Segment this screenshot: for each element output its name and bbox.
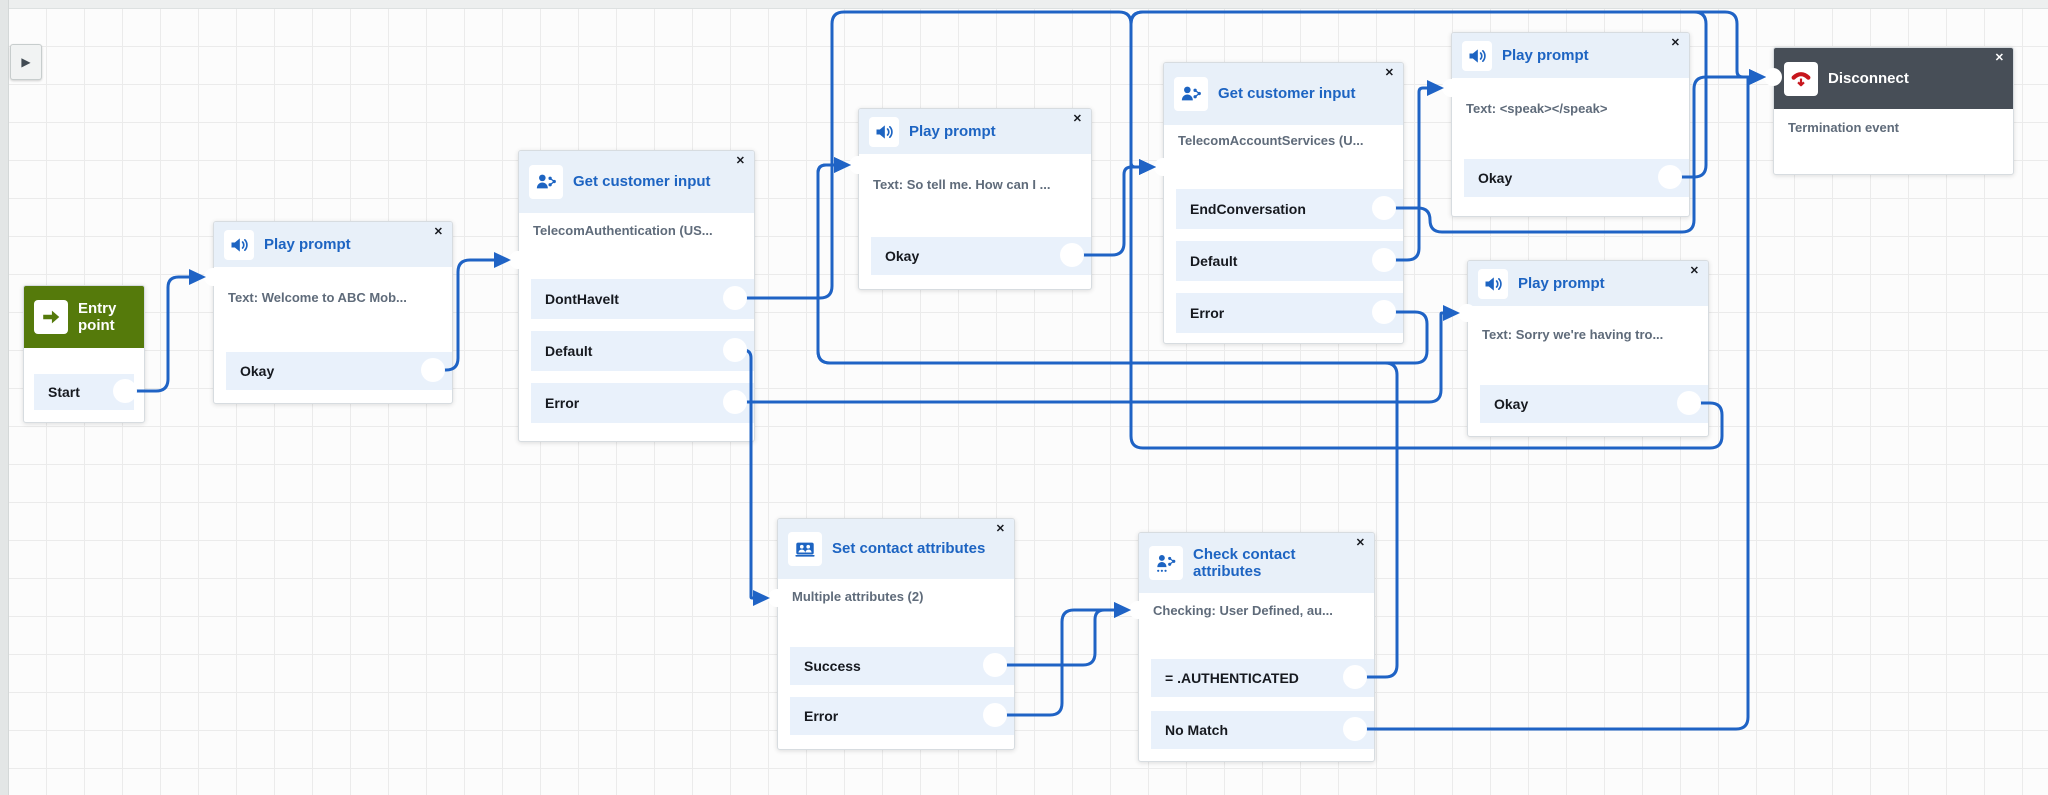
close-icon[interactable]: ✕ [1994, 52, 2004, 64]
set-contact-attributes-header: Set contact attributes [778, 519, 1014, 579]
play-prompt-speak-output-okay[interactable]: Okay [1464, 159, 1689, 197]
set-contact-attributes-title: Set contact attributes [832, 540, 986, 558]
output-label: Start [48, 384, 80, 400]
output-label: EndConversation [1190, 201, 1306, 217]
get-customer-input-auth-title: Get customer input [573, 173, 711, 191]
play-prompt-welcome-title: Play prompt [264, 235, 351, 253]
speaker-icon [869, 116, 899, 147]
block-play-prompt-welcome[interactable]: Play prompt ✕ Text: Welcome to ABC Mob... O… [213, 221, 453, 404]
entry-point-output-start[interactable]: Start [34, 374, 134, 410]
right-triangle-icon: ▶ [21, 55, 31, 69]
check-contact-attributes-output-no-match[interactable]: No Match [1151, 711, 1374, 749]
close-icon[interactable]: ✕ [1384, 67, 1394, 79]
canvas-top-edge [0, 0, 2048, 9]
output-label: Default [1190, 253, 1238, 269]
get-customer-input-auth-output-donthaveit[interactable]: DontHaveIt [531, 279, 754, 319]
get-customer-input-auth-output-default[interactable]: Default [531, 331, 754, 371]
customer-input-icon [529, 165, 563, 199]
play-prompt-sorry-header: Play prompt [1468, 261, 1708, 306]
entry-point-header: Entry point [24, 286, 144, 348]
block-get-customer-input-services[interactable]: Get customer input ✕ TelecomAccountService… [1163, 62, 1404, 344]
set-contact-attributes-output-success[interactable]: Success [790, 647, 1014, 685]
play-prompt-speak-title: Play prompt [1502, 46, 1589, 64]
get-customer-input-services-output-error[interactable]: Error [1176, 293, 1403, 333]
block-disconnect[interactable]: Disconnect ✕ Termination event [1773, 47, 2014, 175]
play-prompt-sorry-output-okay[interactable]: Okay [1480, 385, 1708, 423]
sidebar-collapsed-rail [0, 0, 9, 795]
output-label: Okay [240, 363, 275, 379]
play-prompt-welcome-output-okay[interactable]: Okay [226, 352, 452, 390]
output-label: Okay [885, 248, 920, 264]
sidebar-expand-toggle[interactable]: ▶ [10, 44, 42, 80]
play-prompt-sorry-description: Text: Sorry we're having tro... [1482, 327, 1664, 342]
get-customer-input-auth-output-error[interactable]: Error [531, 383, 754, 423]
get-customer-input-services-output-endconversation[interactable]: EndConversation [1176, 189, 1403, 229]
block-play-prompt-speak[interactable]: Play prompt ✕ Text: <speak></speak> Okay [1451, 32, 1690, 217]
play-prompt-so-tell-me-header: Play prompt [859, 109, 1091, 154]
get-customer-input-auth-description: TelecomAuthentication (US... [533, 223, 713, 238]
play-prompt-sorry-title: Play prompt [1518, 274, 1605, 292]
block-set-contact-attributes[interactable]: Set contact attributes ✕ Multiple attribut… [777, 518, 1015, 750]
output-label: Success [804, 658, 861, 674]
close-icon[interactable]: ✕ [1670, 37, 1680, 49]
close-icon[interactable]: ✕ [433, 226, 443, 238]
play-prompt-speak-header: Play prompt [1452, 33, 1689, 78]
speaker-icon [1478, 268, 1508, 299]
speaker-icon [1462, 40, 1492, 71]
play-prompt-so-tell-me-title: Play prompt [909, 122, 996, 140]
play-prompt-so-tell-me-output-okay[interactable]: Okay [871, 237, 1091, 275]
get-customer-input-services-output-default[interactable]: Default [1176, 241, 1403, 281]
arrow-right-icon [34, 300, 68, 334]
check-contact-attributes-description: Checking: User Defined, au... [1153, 603, 1333, 618]
output-label: = .AUTHENTICATED [1165, 670, 1299, 686]
get-customer-input-services-description: TelecomAccountServices (U... [1178, 133, 1364, 148]
play-prompt-welcome-description: Text: Welcome to ABC Mob... [228, 290, 407, 305]
block-play-prompt-sorry[interactable]: Play prompt ✕ Text: Sorry we're having tro… [1467, 260, 1709, 437]
output-label: Error [545, 395, 580, 411]
check-contact-attributes-header: Check contact attributes [1139, 533, 1374, 593]
check-contact-attributes-title: Check contact attributes [1193, 545, 1296, 580]
get-customer-input-services-header: Get customer input [1164, 63, 1403, 125]
set-contact-attributes-output-error[interactable]: Error [790, 697, 1014, 735]
disconnect-title: Disconnect [1828, 69, 1909, 87]
output-label: No Match [1165, 722, 1228, 738]
output-label: Okay [1494, 396, 1529, 412]
entry-point-title: Entry point [78, 299, 117, 334]
play-prompt-speak-description: Text: <speak></speak> [1466, 101, 1608, 116]
speaker-icon [224, 229, 254, 260]
customer-input-icon [1174, 77, 1208, 111]
close-icon[interactable]: ✕ [1072, 113, 1082, 125]
disconnect-header: Disconnect [1774, 48, 2013, 109]
block-play-prompt-so-tell-me[interactable]: Play prompt ✕ Text: So tell me. How can I … [858, 108, 1092, 290]
block-check-contact-attributes[interactable]: Check contact attributes ✕ Checking: User … [1138, 532, 1375, 762]
output-label: Error [1190, 305, 1225, 321]
disconnect-description: Termination event [1788, 120, 1900, 135]
close-icon[interactable]: ✕ [735, 155, 745, 167]
output-label: Error [804, 708, 839, 724]
output-label: Okay [1478, 170, 1513, 186]
output-label: Default [545, 343, 593, 359]
get-customer-input-services-title: Get customer input [1218, 85, 1356, 103]
get-customer-input-auth-header: Get customer input [519, 151, 754, 213]
set-contact-attributes-description: Multiple attributes (2) [792, 589, 924, 604]
close-icon[interactable]: ✕ [1355, 537, 1365, 549]
contact-screen-icon [788, 532, 822, 566]
check-contact-attributes-output-authenticated[interactable]: = .AUTHENTICATED [1151, 659, 1374, 697]
play-prompt-welcome-header: Play prompt [214, 222, 452, 267]
output-label: DontHaveIt [545, 291, 619, 307]
block-get-customer-input-auth[interactable]: Get customer input ✕ TelecomAuthentication… [518, 150, 755, 442]
check-attributes-icon [1149, 546, 1183, 580]
close-icon[interactable]: ✕ [995, 523, 1005, 535]
phone-down-icon [1784, 61, 1818, 96]
close-icon[interactable]: ✕ [1689, 265, 1699, 277]
play-prompt-so-tell-me-description: Text: So tell me. How can I ... [873, 177, 1051, 192]
